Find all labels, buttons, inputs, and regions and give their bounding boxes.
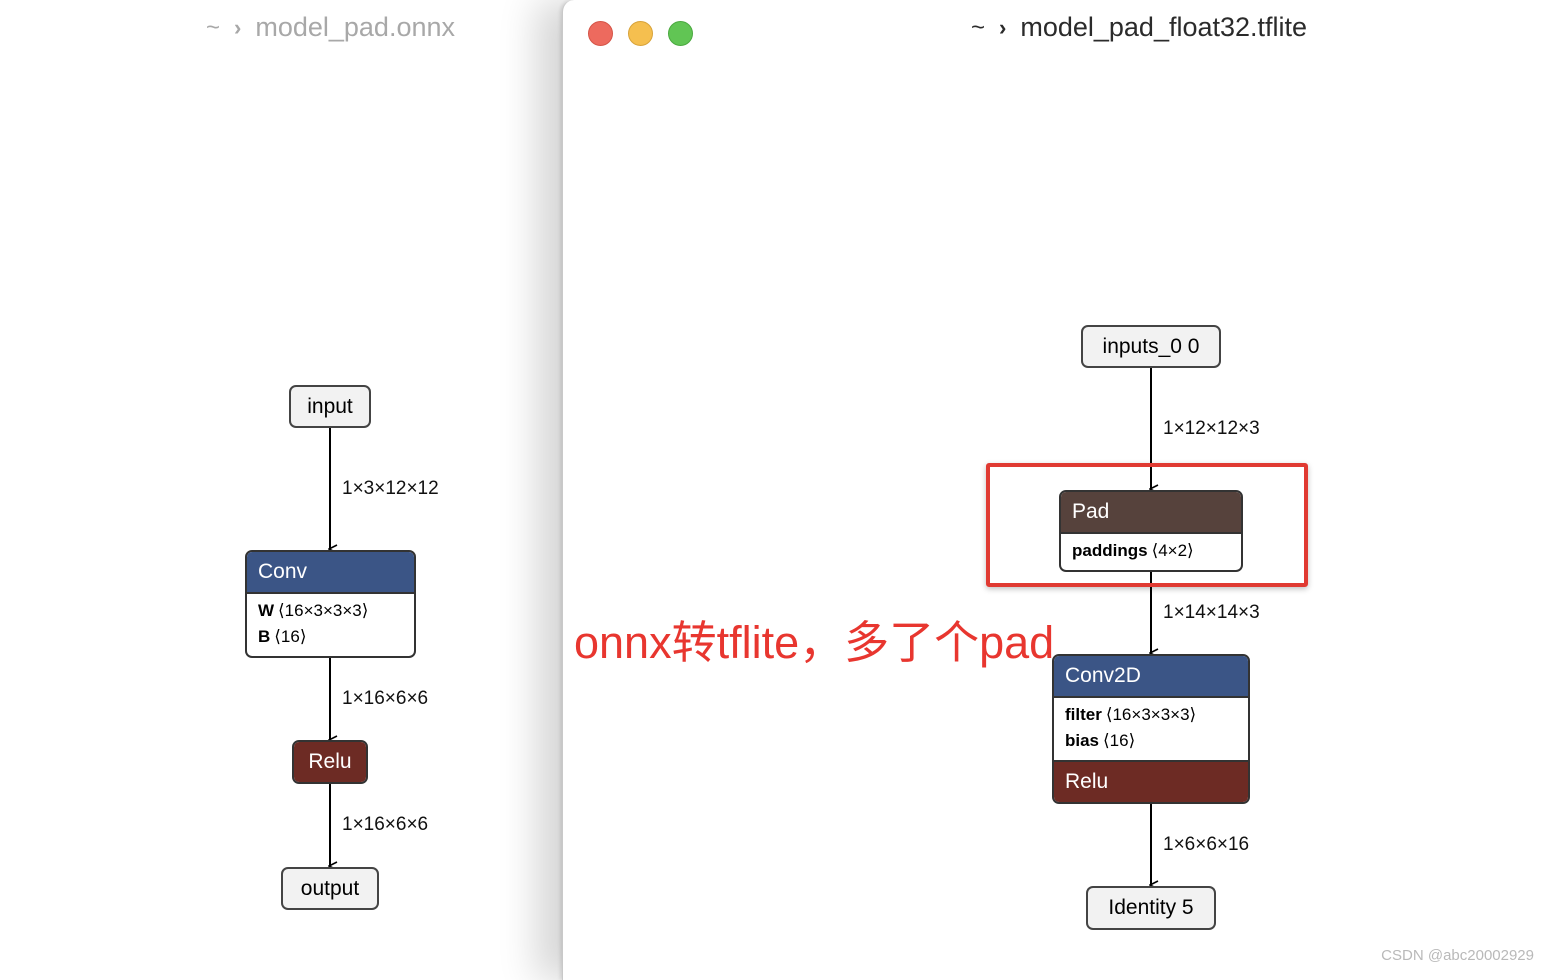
op-name: Conv2D xyxy=(1065,664,1141,687)
node-input[interactable]: input xyxy=(289,385,371,428)
chevron-right-icon: › xyxy=(999,14,1007,40)
attribute-row: bias⟨16⟩ xyxy=(1065,728,1237,754)
minimize-window-button[interactable] xyxy=(628,21,653,46)
node-label: Identity 5 xyxy=(1108,896,1194,919)
node-label: output xyxy=(300,876,360,900)
chevron-right-icon: › xyxy=(234,14,242,40)
attribute-value: ⟨4×2⟩ xyxy=(1151,541,1194,560)
attribute-value: ⟨16×3×3×3⟩ xyxy=(278,601,369,620)
node-attributes: W⟨16×3×3×3⟩ B⟨16⟩ xyxy=(247,594,414,650)
attribute-row: paddings⟨4×2⟩ xyxy=(1072,538,1230,564)
attribute-key: B xyxy=(258,627,271,646)
file-name: model_pad_float32.tflite xyxy=(1020,12,1308,42)
op-name: Relu xyxy=(1065,770,1109,793)
op-name: Relu xyxy=(308,750,352,773)
window-title: ~ › model_pad.onnx xyxy=(206,12,455,43)
node-header: Pad xyxy=(1061,492,1241,534)
attribute-value: ⟨16×3×3×3⟩ xyxy=(1105,705,1197,724)
onnx-window: ~ › model_pad.onnx xyxy=(0,0,600,970)
node-attributes: paddings⟨4×2⟩ xyxy=(1061,534,1241,564)
fused-activation: Relu xyxy=(1054,762,1248,802)
attribute-key: paddings xyxy=(1072,541,1148,560)
node-relu[interactable]: Relu xyxy=(292,740,368,784)
attribute-row: W⟨16×3×3×3⟩ xyxy=(258,598,403,624)
edge-label: 1×16×6×6 xyxy=(342,688,429,709)
edge-label: 1×12×12×3 xyxy=(1163,418,1260,439)
node-label: inputs_0 0 xyxy=(1102,334,1200,358)
window-title: ~ › model_pad_float32.tflite xyxy=(971,12,1307,43)
zoom-window-button[interactable] xyxy=(668,21,693,46)
attribute-key: bias xyxy=(1065,731,1100,750)
attribute-value: ⟨16⟩ xyxy=(274,627,307,646)
op-name: Conv xyxy=(258,560,308,583)
node-inputs[interactable]: inputs_0 0 xyxy=(1081,325,1221,368)
node-pad[interactable]: Pad paddings⟨4×2⟩ xyxy=(1059,490,1243,572)
watermark: CSDN @abc20002929 xyxy=(1381,947,1534,964)
node-conv2d[interactable]: Conv2D filter⟨16×3×3×3⟩ bias⟨16⟩ Relu xyxy=(1052,654,1250,804)
file-name: model_pad.onnx xyxy=(255,12,455,42)
node-header: Conv2D xyxy=(1054,656,1248,698)
edge-label: 1×3×12×12 xyxy=(342,478,439,499)
attribute-row: filter⟨16×3×3×3⟩ xyxy=(1065,702,1237,728)
attribute-value: ⟨16⟩ xyxy=(1103,731,1136,750)
annotation-text: onnx转tflite，多了个pad xyxy=(574,617,1055,668)
node-label: input xyxy=(307,394,353,418)
node-output[interactable]: output xyxy=(281,867,379,910)
pad-highlight-box xyxy=(986,463,1308,587)
edge-label: 1×6×6×16 xyxy=(1163,834,1250,855)
home-path: ~ xyxy=(971,13,986,41)
home-path: ~ xyxy=(206,13,221,41)
node-identity[interactable]: Identity 5 xyxy=(1086,886,1216,930)
node-conv[interactable]: Conv W⟨16×3×3×3⟩ B⟨16⟩ xyxy=(245,550,416,658)
node-header: Conv xyxy=(247,552,414,594)
edge-label: 1×16×6×6 xyxy=(342,814,429,835)
edge-label: 1×14×14×3 xyxy=(1163,602,1260,623)
attribute-row: B⟨16⟩ xyxy=(258,624,403,650)
op-name: Pad xyxy=(1072,500,1110,523)
tflite-window: ~ › model_pad_float32.tflite xyxy=(562,0,1550,980)
close-window-button[interactable] xyxy=(588,21,613,46)
attribute-key: filter xyxy=(1065,705,1102,724)
node-header: Relu xyxy=(294,742,366,782)
node-attributes: filter⟨16×3×3×3⟩ bias⟨16⟩ xyxy=(1054,698,1248,762)
attribute-key: W xyxy=(258,601,275,620)
